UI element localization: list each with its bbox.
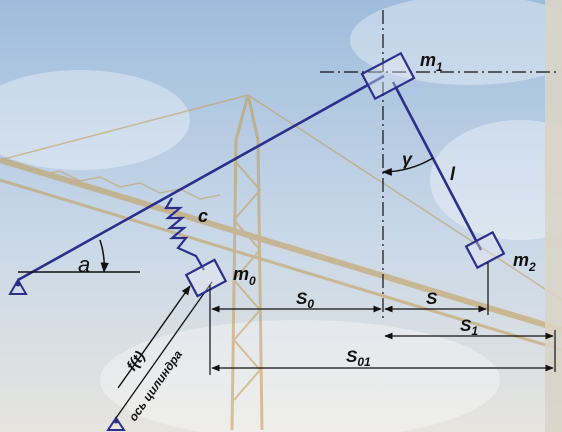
crane-background — [0, 94, 562, 431]
spring-label: c — [198, 206, 208, 226]
boom-link — [17, 74, 385, 282]
m0-label: m0 — [233, 264, 256, 288]
m2-label: m2 — [513, 250, 536, 274]
force-arrow — [117, 285, 191, 389]
gamma-arc — [382, 157, 434, 176]
mass-m2 — [464, 230, 506, 270]
s0-label: S0 — [296, 289, 314, 311]
right-edge-strip — [545, 0, 562, 432]
m1-label: m1 — [420, 50, 443, 74]
cylinder-pivot — [106, 416, 126, 431]
s-label: S — [426, 289, 438, 308]
pendulum-link — [391, 81, 483, 251]
mass-m1 — [360, 51, 416, 101]
mass-m0 — [184, 258, 228, 298]
gamma-label: γ — [402, 149, 413, 169]
alpha-arc — [99, 239, 109, 274]
s1-label: S1 — [460, 316, 478, 338]
base-pivot-left — [8, 277, 28, 295]
dimension-lines — [209, 262, 556, 375]
s01-label: S01 — [346, 347, 371, 369]
cylinder-axis-line — [115, 281, 213, 419]
alpha-label: a — [78, 252, 90, 277]
link-length-label: l — [450, 164, 456, 184]
spring-c — [164, 197, 205, 271]
